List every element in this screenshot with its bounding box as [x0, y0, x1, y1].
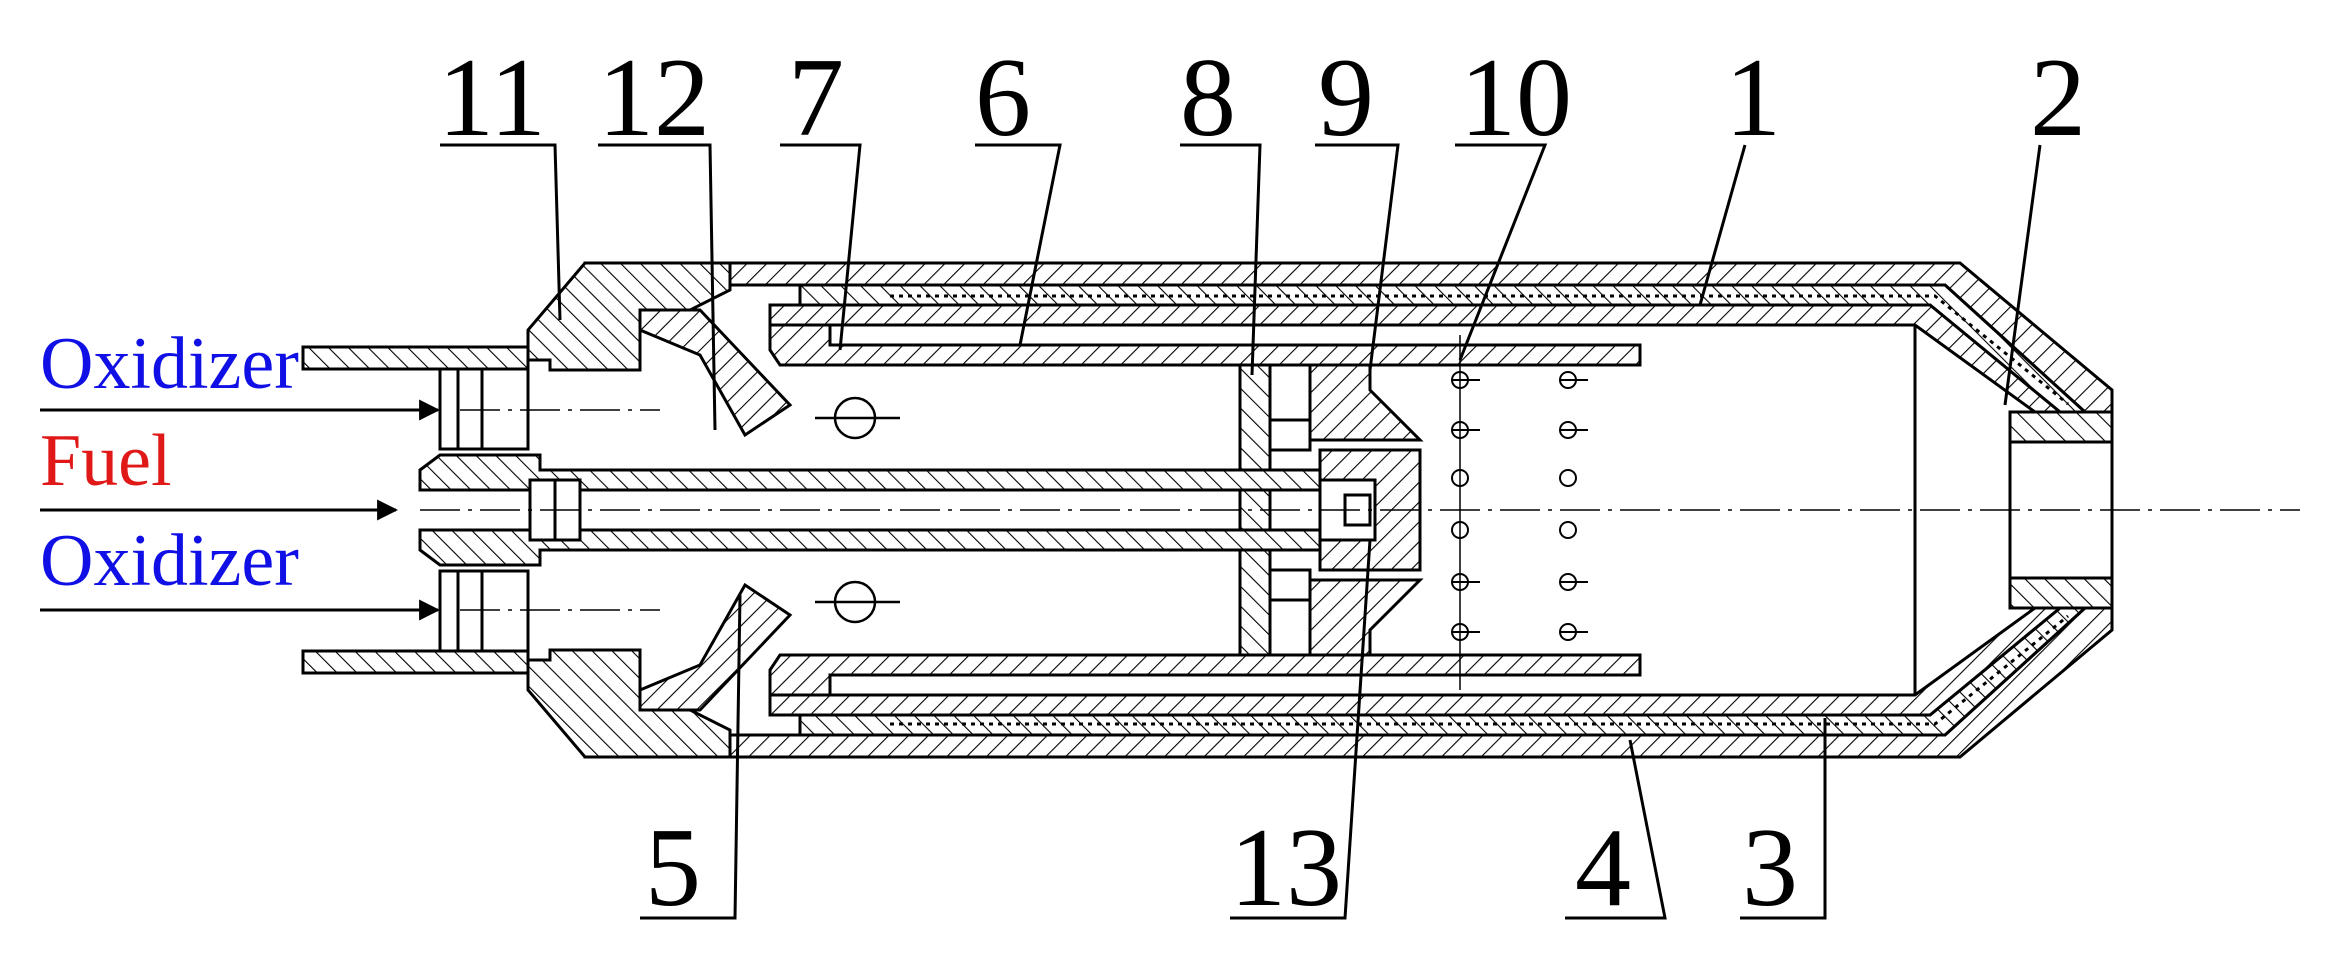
oxidizer-bottom-label: Oxidizer [40, 520, 299, 602]
label-13: 13 [1230, 806, 1342, 930]
label-1: 1 [1725, 36, 1781, 160]
inlet-labels: Oxidizer Fuel Oxidizer [40, 323, 299, 602]
label-7: 7 [788, 36, 844, 160]
label-12: 12 [598, 36, 710, 160]
centerlines [420, 409, 2300, 611]
label-6: 6 [975, 36, 1031, 160]
part-number-labels: 11 12 7 6 8 9 10 1 2 5 13 4 3 [438, 36, 2086, 930]
label-10: 10 [1460, 36, 1572, 160]
leader-lines [440, 143, 2042, 920]
inner-chamber [768, 323, 1642, 697]
view-ports [815, 396, 900, 624]
label-4: 4 [1575, 806, 1631, 930]
fuel-label: Fuel [40, 420, 172, 502]
dilution-holes [1451, 335, 1588, 690]
label-5: 5 [645, 806, 701, 930]
inlet-arrows [40, 399, 441, 621]
label-8: 8 [1180, 36, 1236, 160]
oxidizer-top-label: Oxidizer [40, 323, 299, 405]
oxidizer-inlet-pipes [301, 345, 530, 675]
label-2: 2 [2030, 36, 2086, 160]
label-3: 3 [1742, 806, 1798, 930]
label-9: 9 [1318, 36, 1374, 160]
label-11: 11 [438, 36, 546, 160]
